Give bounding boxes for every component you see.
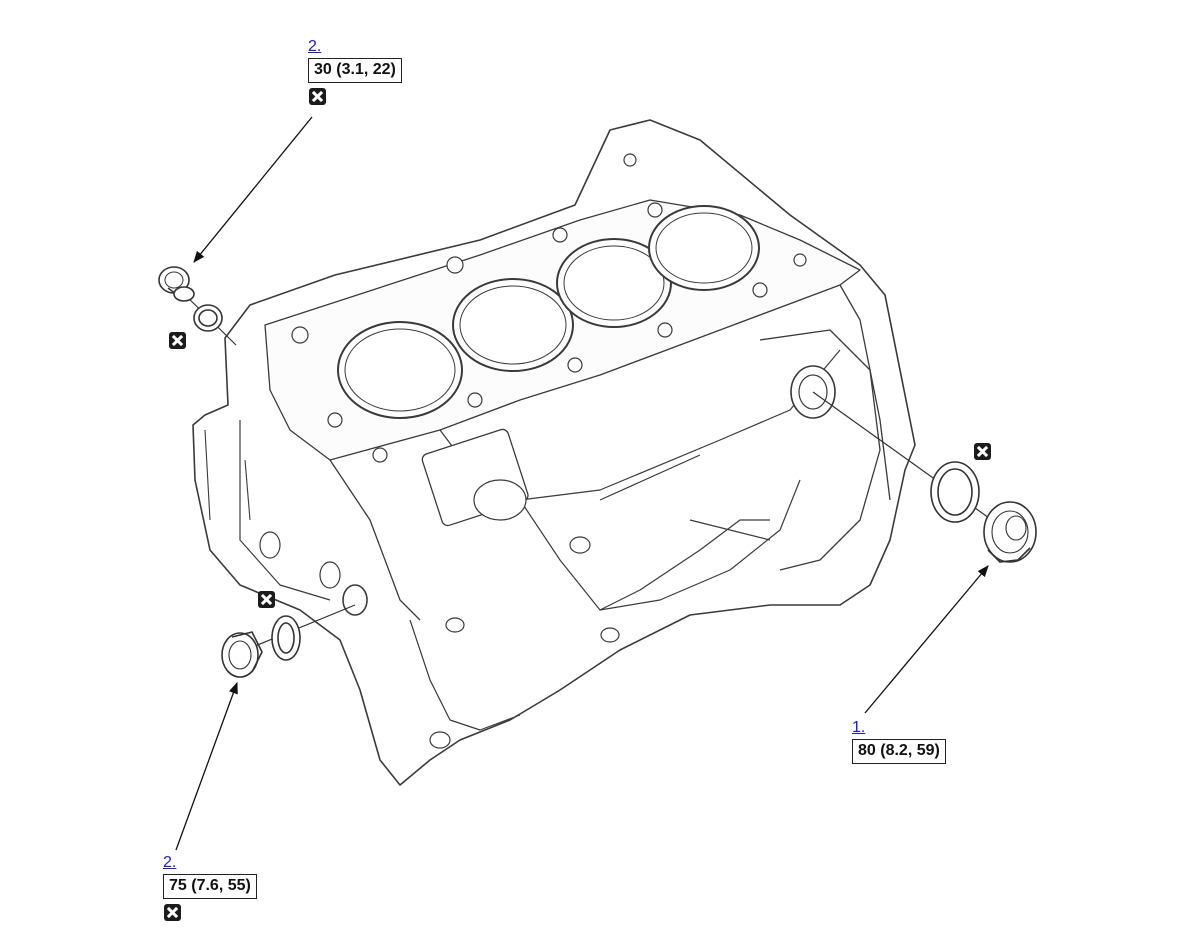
step-link[interactable]: 2. xyxy=(163,854,177,871)
callout-upper-left: 2. 30 (3.1, 22) xyxy=(308,38,402,105)
replace-part-icon xyxy=(258,591,275,608)
leader-arrow-right xyxy=(864,565,989,714)
callout-right: 1. 80 (8.2, 59) xyxy=(852,719,946,764)
washer-lower-left xyxy=(271,615,301,661)
leader-arrows xyxy=(175,116,989,851)
leader-arrow-upper-left xyxy=(193,116,313,263)
plug-upper-left xyxy=(158,266,195,302)
engine-block xyxy=(192,119,916,786)
torque-spec: 30 (3.1, 22) xyxy=(308,58,402,83)
replace-part-icon xyxy=(164,904,181,921)
callout-lower-left: 2. 75 (7.6, 55) xyxy=(163,854,257,921)
replace-part-icon xyxy=(169,332,186,349)
washer-right xyxy=(930,461,980,523)
plug-lower-left xyxy=(221,631,263,678)
step-link[interactable]: 1. xyxy=(852,719,866,736)
washer-upper-left xyxy=(193,304,223,332)
torque-spec: 75 (7.6, 55) xyxy=(163,874,257,899)
plug-right xyxy=(983,501,1037,563)
step-link[interactable]: 2. xyxy=(308,38,322,55)
leader-arrow-lower-left xyxy=(175,681,238,851)
replace-part-icon xyxy=(974,443,991,460)
replace-part-icon xyxy=(309,88,326,105)
torque-spec: 80 (8.2, 59) xyxy=(852,739,946,764)
